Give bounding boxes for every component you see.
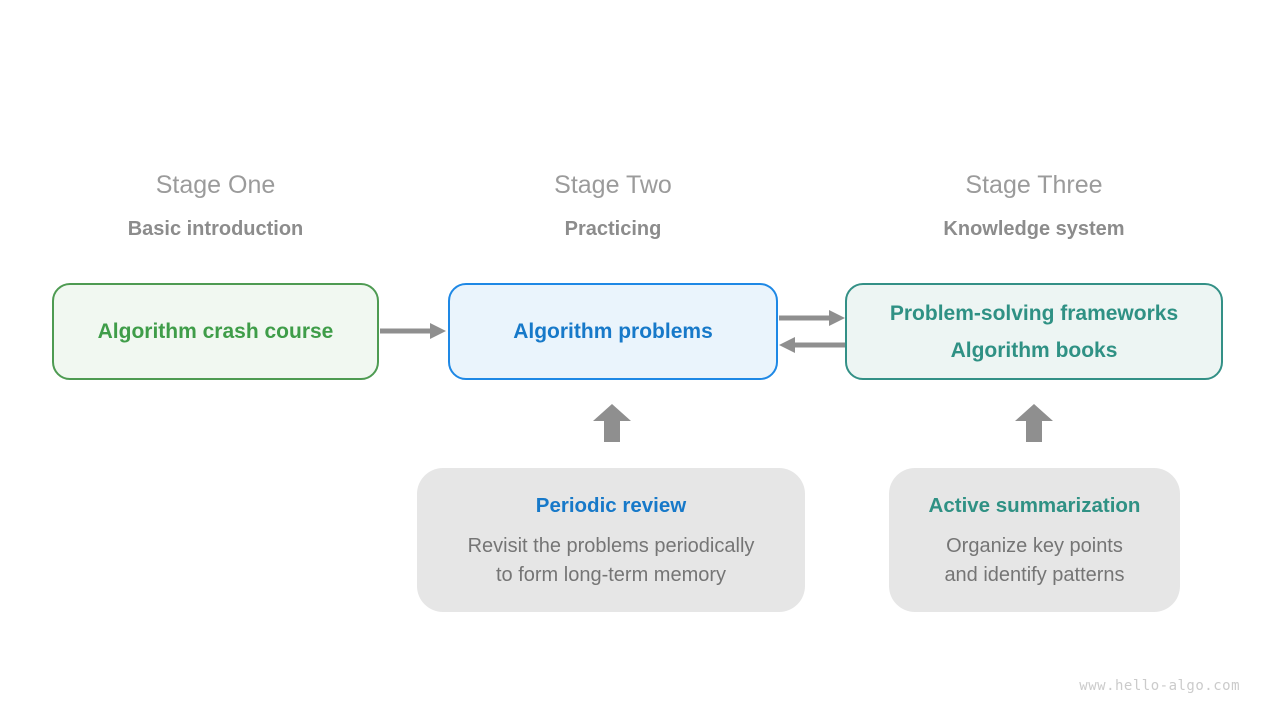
arrow-stage3-to-stage2-icon bbox=[779, 337, 845, 353]
stage-two-title: Stage Two bbox=[554, 171, 672, 199]
node-knowledge-system: Problem-solving frameworks Algorithm boo… bbox=[845, 283, 1223, 380]
note-periodic-review: Periodic review Revisit the problems per… bbox=[417, 468, 805, 612]
stage-two-subtitle: Practicing bbox=[564, 218, 662, 240]
note-body-line: to form long-term memory bbox=[495, 564, 727, 586]
note-body-line: and identify patterns bbox=[944, 564, 1125, 586]
node-algorithm-crash-course: Algorithm crash course bbox=[52, 283, 379, 380]
stage-one-subtitle: Basic introduction bbox=[127, 218, 304, 240]
stage-one-title: Stage One bbox=[155, 171, 276, 199]
stage-one-header: Stage One Basic introduction bbox=[52, 170, 379, 241]
node-label: Problem-solving frameworks bbox=[889, 301, 1179, 325]
node-label: Algorithm books bbox=[950, 338, 1118, 362]
stage-three-header: Stage Three Knowledge system bbox=[845, 170, 1223, 241]
note-periodic-review-title: Periodic review bbox=[535, 494, 687, 517]
note-body-line: Organize key points bbox=[946, 535, 1123, 557]
note-periodic-review-body: Revisit the problems periodically to for… bbox=[417, 532, 805, 590]
node-label: Algorithm problems bbox=[513, 320, 713, 343]
note-active-summarization: Active summarization Organize key points… bbox=[889, 468, 1180, 612]
node-label: Algorithm crash course bbox=[97, 320, 334, 343]
arrow-stage2-to-stage3-icon bbox=[779, 310, 845, 326]
arrow-stage1-to-stage2-icon bbox=[380, 323, 446, 339]
node-algorithm-problems: Algorithm problems bbox=[448, 283, 778, 380]
note-body-line: Revisit the problems periodically bbox=[467, 535, 755, 557]
watermark: www.hello-algo.com bbox=[1079, 678, 1240, 694]
stage-three-subtitle: Knowledge system bbox=[943, 218, 1125, 240]
stage-three-title: Stage Three bbox=[965, 171, 1103, 199]
stage-two-header: Stage Two Practicing bbox=[448, 170, 778, 241]
note-active-summarization-body: Organize key points and identify pattern… bbox=[889, 532, 1180, 590]
note-active-summarization-title: Active summarization bbox=[928, 494, 1141, 517]
up-arrow-periodic-review-icon bbox=[593, 404, 631, 442]
up-arrow-active-summarization-icon bbox=[1015, 404, 1053, 442]
